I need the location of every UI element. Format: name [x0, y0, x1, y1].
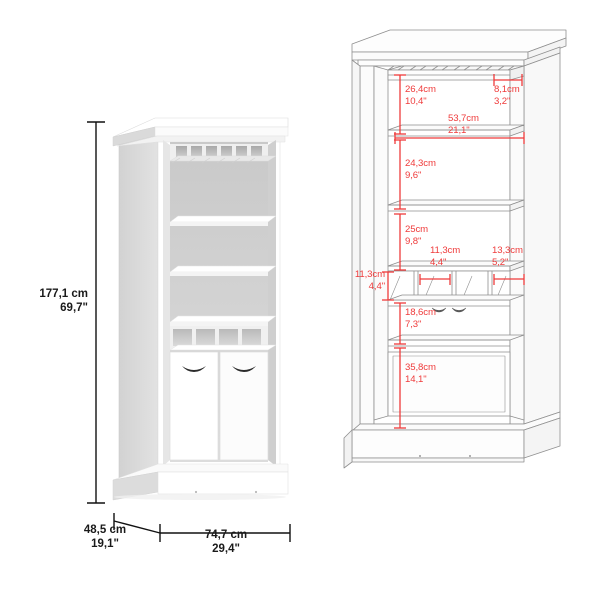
- label-interior-width: 53,7cm 21,1": [448, 113, 479, 136]
- label-stemware-slot-width: 8,1cm 3,2": [494, 84, 520, 107]
- height-imperial: 69,7": [60, 301, 88, 314]
- wireframe-shelf-1: [387, 124, 525, 137]
- dim-door-upper-section: [394, 302, 406, 345]
- label-cubby-width-outer: 13,3cm 5,2": [492, 245, 523, 268]
- wireframe-shelf-2: [387, 199, 525, 212]
- wireframe-shelf-3: [387, 260, 525, 272]
- red-annotation-lines: [382, 74, 525, 429]
- cabinet-doors[interactable]: [169, 351, 269, 461]
- open-shelf-2: [169, 265, 277, 276]
- wireframe-cabinet: [343, 29, 567, 469]
- wireframe-door-panel: [387, 351, 511, 417]
- label-upper-shelf-height: 24,3cm 9,6": [405, 158, 436, 181]
- dim-stemware-slot-width: [493, 74, 523, 86]
- stemware-rack: [169, 144, 277, 164]
- dim-interior-width: [394, 132, 525, 144]
- width-imperial: 29,4": [212, 542, 240, 555]
- rendered-cabinet: [112, 117, 289, 501]
- depth-dimension-label: 48,5 cm 19,1": [62, 524, 148, 551]
- dim-cubby-width-inner: [419, 274, 451, 285]
- width-dimension-line: [160, 524, 291, 542]
- height-dimension-line: [87, 121, 105, 504]
- door-handle-left: [182, 366, 206, 372]
- width-metric: 74,7 cm: [204, 529, 248, 541]
- wireframe-base: [343, 411, 561, 469]
- open-shelf-1: [169, 215, 277, 226]
- label-middle-shelf-height: 25cm 9,8": [405, 224, 429, 247]
- dim-stemware-rack-height: [394, 74, 406, 135]
- depth-metric: 48,5 cm: [83, 524, 127, 536]
- cubby-row: [169, 326, 277, 351]
- label-cubby-height: 11,3cm 4,4": [354, 269, 385, 292]
- height-metric: 177,1 cm: [39, 288, 88, 300]
- door-handle-right: [232, 366, 256, 372]
- open-shelf-3: [169, 315, 277, 326]
- label-cubby-width-inner: 11,3cm 4,4": [430, 245, 461, 268]
- wireframe-stemware-rack: [387, 65, 525, 81]
- depth-imperial: 19,1": [91, 537, 119, 550]
- label-door-lower-section: 35,8cm 14,1": [405, 362, 436, 385]
- height-dimension-label: 177,1 cm 69,7": [8, 288, 88, 315]
- dim-cubby-width-outer: [493, 274, 525, 285]
- wireframe-shelf-4: [387, 334, 525, 347]
- dim-middle-shelf-height: [394, 213, 406, 271]
- label-door-upper-section: 18,6cm 7,3": [405, 307, 436, 330]
- cabinet-base: [112, 463, 289, 501]
- width-dimension-label: 74,7 cm 29,4": [181, 529, 271, 556]
- dim-door-lower-section: [394, 347, 406, 429]
- dim-upper-shelf-height: [394, 139, 406, 210]
- wireframe-cubby-row: [387, 270, 525, 313]
- dim-cubby-height: [382, 271, 394, 301]
- label-stemware-rack-height: 26,4cm 10,4": [405, 84, 436, 107]
